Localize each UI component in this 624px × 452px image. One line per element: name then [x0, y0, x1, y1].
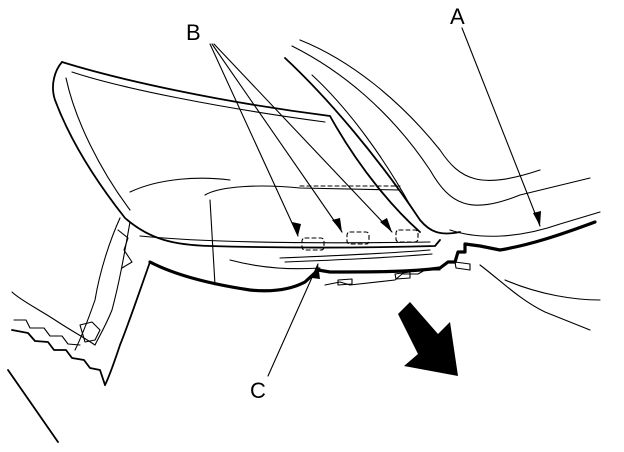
leader-a: [461, 27, 541, 227]
leader-b-3: [213, 43, 393, 233]
windshield-glass: [52, 61, 441, 249]
arrowhead-b-3: [380, 218, 392, 232]
callout-a: A: [450, 4, 465, 29]
leader-c: [267, 263, 319, 377]
left-fender: [7, 217, 151, 443]
callout-c: C: [250, 378, 266, 403]
removal-direction-arrow-icon: [398, 302, 458, 376]
leader-b-1: [209, 43, 299, 237]
leader-b-2: [211, 43, 343, 233]
cowl-cover-c: [279, 249, 433, 263]
arrowheads: [292, 211, 541, 279]
clips-b: [301, 229, 419, 251]
leader-lines: [209, 27, 541, 377]
arrowhead-b-1: [292, 222, 301, 236]
molding-a: [148, 220, 597, 293]
arrowhead-a: [533, 211, 541, 226]
arrowhead-b-2: [332, 218, 342, 232]
callout-b: B: [186, 20, 201, 45]
a-pillar-frame: [284, 39, 591, 235]
cowl-body: [129, 177, 601, 331]
arrowhead-c: [312, 264, 320, 279]
